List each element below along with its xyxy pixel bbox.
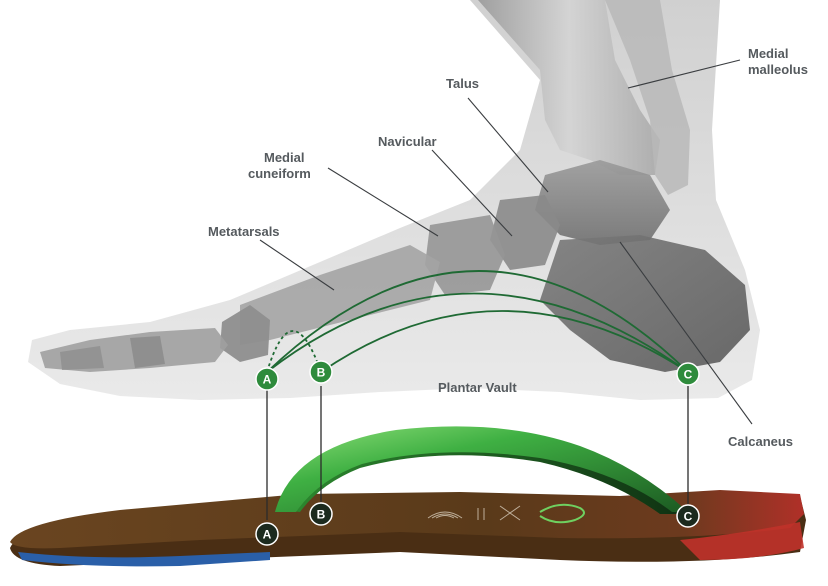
navicular-bone xyxy=(490,195,560,270)
svg-text:B: B xyxy=(317,366,326,380)
point-b-insole: B xyxy=(309,502,333,526)
label-medial-cuneiform-2: cuneiform xyxy=(248,166,311,181)
insole-heel-red xyxy=(680,522,804,560)
point-c-foot: C xyxy=(676,362,700,386)
label-medial-malleolus-2: malleolus xyxy=(748,62,808,77)
tibia-bone xyxy=(478,0,660,175)
svg-text:B: B xyxy=(317,508,326,522)
arch-line-a-b xyxy=(266,330,322,373)
arch-support xyxy=(275,426,688,512)
point-a-foot: A xyxy=(255,367,279,391)
leader-metatarsals xyxy=(259,239,335,291)
insole-edge-blue xyxy=(18,552,270,567)
insole-top-surface xyxy=(10,490,804,549)
label-talus: Talus xyxy=(446,76,479,91)
insole-tread-marks xyxy=(427,505,521,521)
arch-line-a-c xyxy=(266,270,689,373)
talus-bone xyxy=(535,160,670,245)
leader-talus xyxy=(467,97,549,193)
arch-line-b-c xyxy=(320,310,689,373)
label-medial-malleolus-1: Medial xyxy=(748,46,788,61)
svg-text:A: A xyxy=(263,373,272,387)
leader-navicular xyxy=(431,149,513,237)
leader-calcaneus xyxy=(619,241,753,425)
svg-text:C: C xyxy=(684,510,693,524)
point-a-insole: A xyxy=(255,522,279,546)
svg-text:C: C xyxy=(684,368,693,382)
cuneiform-bone xyxy=(425,215,505,295)
calcaneus-bone xyxy=(540,235,750,372)
label-medial-cuneiform-1: Medial xyxy=(264,150,304,165)
toe-tip xyxy=(60,346,104,370)
metatarsal-bones xyxy=(240,245,440,345)
label-plantar-vault: Plantar Vault xyxy=(438,380,517,395)
point-c-insole: C xyxy=(676,504,700,528)
label-navicular: Navicular xyxy=(378,134,437,149)
label-calcaneus: Calcaneus xyxy=(728,434,793,449)
metatarsal-head xyxy=(220,305,270,362)
leader-medial-malleolus xyxy=(627,59,741,89)
fibula-bone xyxy=(605,0,690,195)
insole-brand-mark xyxy=(539,503,585,524)
arch-line-a-c-inner xyxy=(266,292,689,373)
leader-medial-cuneiform xyxy=(327,167,439,237)
label-metatarsals: Metatarsals xyxy=(208,224,280,239)
point-b-foot: B xyxy=(309,360,333,384)
svg-text:A: A xyxy=(263,528,272,542)
toe-joint xyxy=(130,336,165,368)
